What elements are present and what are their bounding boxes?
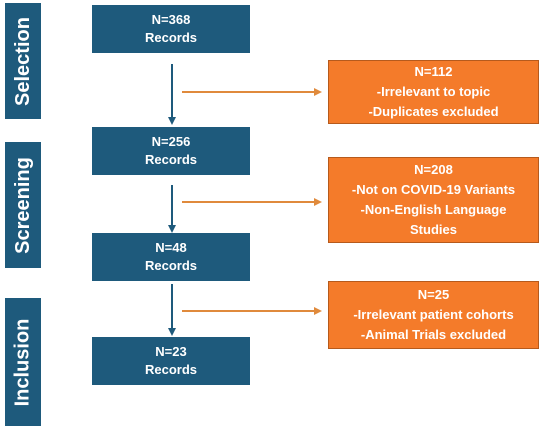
- records-count: N=23: [155, 344, 187, 359]
- exclusion-count: N=208: [414, 162, 453, 177]
- stage-selection: Selection: [5, 3, 41, 119]
- records-count: N=368: [151, 12, 191, 27]
- records-label: Records: [144, 362, 198, 377]
- exclusion-reason: -Irrelevant patient cohorts: [353, 307, 514, 322]
- records-box-3: N=48 Records: [92, 233, 250, 281]
- records-label: Records: [144, 152, 198, 167]
- exclusion-box-1: N=112 -Irrelevant to topic -Duplicates e…: [328, 60, 539, 124]
- records-label: Records: [144, 258, 198, 273]
- records-count: N=256: [151, 134, 191, 149]
- exclusion-count: N=25: [417, 287, 450, 302]
- exclusion-box-2: N=208 -Not on COVID-19 Variants -Non-Eng…: [328, 157, 539, 243]
- exclusion-reason: -Not on COVID-19 Variants: [351, 182, 516, 197]
- stage-inclusion: Inclusion: [5, 298, 41, 426]
- records-label: Records: [144, 30, 198, 45]
- exclusion-reason: -Irrelevant to topic: [376, 84, 491, 99]
- records-box-1: N=368 Records: [92, 5, 250, 53]
- exclusion-box-3: N=25 -Irrelevant patient cohorts -Animal…: [328, 281, 539, 349]
- stage-screening: Screening: [5, 142, 41, 268]
- records-box-4: N=23 Records: [92, 337, 250, 385]
- exclusion-reason: -Duplicates excluded: [368, 104, 499, 119]
- exclusion-reason: -Animal Trials excluded: [360, 327, 507, 342]
- records-box-2: N=256 Records: [92, 127, 250, 175]
- exclusion-reason: Studies: [410, 222, 457, 237]
- exclusion-count: N=112: [414, 64, 453, 79]
- records-count: N=48: [155, 240, 187, 255]
- exclusion-reason: -Non-English Language: [360, 202, 507, 217]
